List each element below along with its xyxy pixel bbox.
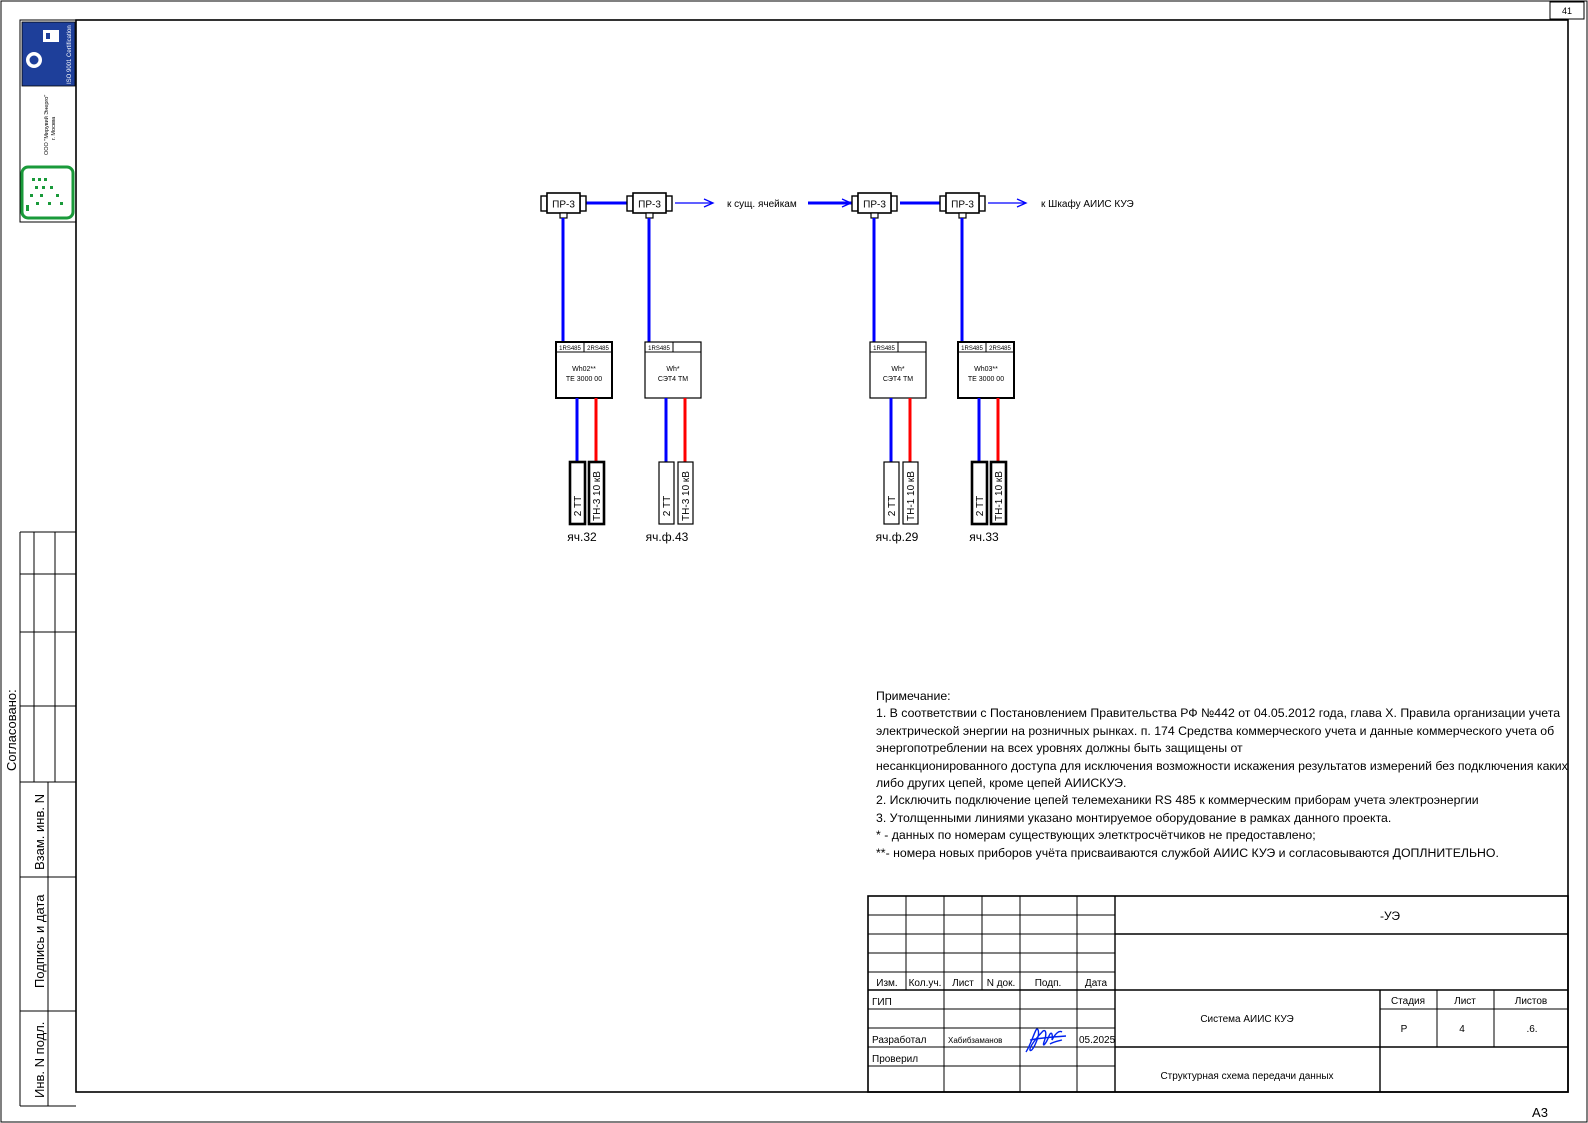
arrow-lines — [675, 198, 1028, 208]
note-line: 1. В соответствии с Постановлением Прави… — [876, 706, 1561, 721]
note-line: электрической энергии на розничных рынка… — [876, 723, 1555, 738]
list-value: 4 — [1459, 1024, 1465, 1035]
svg-text:1RS485: 1RS485 — [648, 346, 670, 352]
transformer-group-2: 2 ТТ ТН-3 10 кВ яч.ф.43 — [646, 461, 694, 544]
title-block-grid — [867, 895, 1569, 1093]
note-line: **- номера новых приборов учёта присваив… — [876, 845, 1499, 860]
left-panel — [19, 19, 77, 1107]
svg-text:2RS485: 2RS485 — [587, 346, 609, 352]
role-checker: Проверил — [872, 1054, 918, 1065]
note-line: несанкционированного доступа для исключе… — [876, 758, 1568, 773]
corner-number: 41 — [1562, 6, 1572, 16]
list-label: Лист — [1454, 996, 1476, 1007]
svg-text:СЭТ4 ТМ: СЭТ4 ТМ — [658, 376, 688, 383]
svg-text:2RS485: 2RS485 — [989, 346, 1011, 352]
svg-text:Wh*: Wh* — [891, 366, 905, 373]
svg-text:Лист: Лист — [952, 978, 974, 989]
svg-text:Wh03**: Wh03** — [974, 366, 998, 373]
agreed-label: Согласовано: — [4, 689, 19, 771]
sign-date-label: Подпись и дата — [32, 894, 47, 988]
stage-label: Стадия — [1391, 996, 1425, 1007]
converter-label: ПР-3 — [638, 200, 661, 211]
svg-text:2 ТТ: 2 ТТ — [887, 496, 898, 517]
converter-label: ПР-3 — [863, 200, 886, 211]
converter-label: ПР-3 — [552, 200, 575, 211]
transformer-group-4: 2 ТТ ТН-1 10 кВ яч.33 — [969, 460, 1008, 544]
sheet-title: Структурная схема передачи данных — [1160, 1071, 1333, 1082]
svg-text:СЭТ4 ТМ: СЭТ4 ТМ — [883, 376, 913, 383]
svg-text:г. Москва: г. Москва — [51, 116, 57, 140]
lists-label: Листов — [1515, 996, 1548, 1007]
svg-text:Дата: Дата — [1085, 978, 1108, 989]
secondary-wiring — [575, 398, 1000, 462]
meter-2: 1RS485 Wh* СЭТ4 ТМ — [644, 341, 702, 399]
svg-text:Подп.: Подп. — [1035, 978, 1062, 989]
to-cabinet-label: к Шкафу АИИС КУЭ — [1041, 198, 1134, 210]
converter-4: ПР-3 — [939, 192, 986, 219]
svg-text:Wh02**: Wh02** — [572, 366, 596, 373]
svg-text:2 ТТ: 2 ТТ — [573, 496, 584, 517]
note-line: энергопотреблении на всех уровнях должны… — [876, 741, 1243, 756]
svg-text:ООО "Мирувий Энерго": ООО "Мирувий Энерго" — [43, 95, 50, 155]
swap-inv-label: Взам. инв. N — [32, 794, 47, 870]
stage-value: Р — [1401, 1024, 1408, 1035]
svg-text:ТЕ 3000 00: ТЕ 3000 00 — [566, 376, 602, 383]
cell-label: яч.ф.29 — [876, 530, 919, 544]
svg-text:Wh*: Wh* — [666, 366, 680, 373]
svg-text:ТН-1 10 кВ: ТН-1 10 кВ — [906, 471, 917, 521]
svg-text:ТН-3 10 кВ: ТН-3 10 кВ — [681, 471, 692, 521]
notes-block: Примечание: 1. В соответствии с Постанов… — [876, 688, 1568, 862]
cell-label: яч.32 — [567, 530, 597, 544]
converter-label: ПР-3 — [951, 200, 974, 211]
notes-title: Примечание: — [876, 689, 951, 703]
meter-3: 1RS485 Wh* СЭТ4 ТМ — [869, 341, 927, 399]
svg-text:2 ТТ: 2 ТТ — [662, 496, 673, 517]
signature — [1025, 1028, 1067, 1053]
to-existing-cells-label: к сущ. ячейкам — [727, 199, 797, 210]
converter-2: ПР-3 — [626, 192, 673, 219]
transformer-group-1: 2 ТТ ТН-3 10 кВ яч.32 — [567, 460, 606, 544]
svg-text:1RS485: 1RS485 — [961, 346, 983, 352]
svg-text:Изм.: Изм. — [876, 978, 897, 989]
svg-text:ТН-1 10 кВ: ТН-1 10 кВ — [994, 471, 1005, 521]
iso-logo: ISO 9001 Certification — [21, 21, 76, 87]
lists-value: .6. — [1526, 1024, 1537, 1035]
converter-1: ПР-3 — [540, 192, 587, 219]
green-logo — [20, 165, 75, 220]
svg-text:2 ТТ: 2 ТТ — [975, 496, 986, 517]
system-name: Система АИИС КУЭ — [1200, 1014, 1293, 1025]
note-line: 3. Утолщенными линиями указано монтируем… — [876, 810, 1392, 825]
role-developer: Разработал — [872, 1034, 927, 1046]
meter-4: 1RS485 2RS485 Wh03** ТЕ 3000 00 — [957, 341, 1015, 399]
converter-3: ПР-3 — [851, 192, 898, 219]
iso-text: ISO 9001 Certification — [67, 25, 73, 84]
developer-name: Хабибзаманов — [948, 1036, 1002, 1045]
svg-text:Кол.уч.: Кол.уч. — [909, 978, 942, 989]
svg-text:1RS485: 1RS485 — [873, 346, 895, 352]
role-gip: ГИП — [872, 997, 892, 1008]
cell-label: яч.33 — [969, 530, 999, 544]
cell-label: яч.ф.43 — [646, 530, 689, 544]
developer-date: 05.2025 — [1079, 1035, 1116, 1046]
meter-1: 1RS485 2RS485 Wh02** ТЕ 3000 00 — [555, 341, 613, 399]
document-code: -УЭ — [1380, 909, 1400, 923]
svg-text:1RS485: 1RS485 — [559, 346, 581, 352]
note-line: 2. Исключить подключение цепей телемехан… — [876, 793, 1479, 808]
note-line: либо других цепей, кроме цепей АИИСКУЭ. — [876, 776, 1127, 791]
title-block-headers: Изм. Кол.уч. Лист N док. Подп. Дата — [876, 978, 1107, 989]
svg-text:ТН-3 10 кВ: ТН-3 10 кВ — [592, 471, 603, 521]
rs485-drops — [561, 218, 964, 342]
org-logo-text: ООО "Мирувий Энерго" г. Москва — [43, 95, 57, 155]
transformer-group-3: 2 ТТ ТН-1 10 кВ яч.ф.29 — [876, 461, 919, 544]
svg-text:N док.: N док. — [987, 978, 1016, 989]
note-line: * - данных по номерам существующих элетк… — [876, 828, 1316, 843]
inv-orig-label: Инв. N подл. — [32, 1022, 47, 1098]
svg-text:ТЕ 3000 00: ТЕ 3000 00 — [968, 376, 1004, 383]
sheet-format: А3 — [1532, 1105, 1548, 1120]
